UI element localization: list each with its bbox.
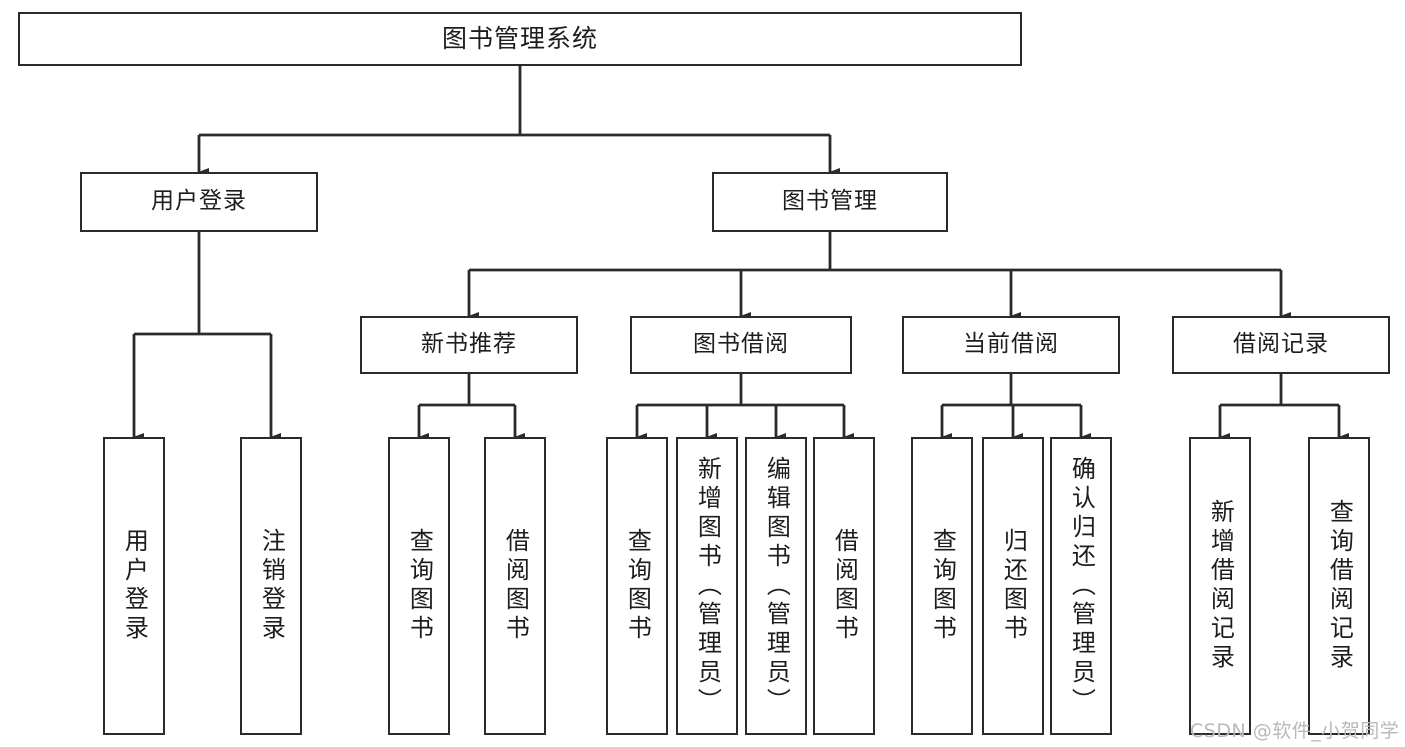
node-leaf-borrow-add-book-label: 新增图书（管理员） — [693, 455, 722, 717]
node-root-label: 图书管理系统 — [441, 24, 598, 53]
node-leaf-borrow-query-book-label: 查询图书 — [623, 528, 652, 644]
node-leaf-record-add[interactable]: 新增借阅记录 — [1189, 437, 1251, 735]
node-book-manage-label: 图书管理 — [782, 188, 878, 215]
node-leaf-borrow-edit-book[interactable]: 编辑图书（管理员） — [745, 437, 807, 735]
node-leaf-recommend-query-book-label: 查询图书 — [405, 528, 434, 644]
node-user-login-label: 用户登录 — [151, 188, 247, 215]
node-current-borrow-label: 当前借阅 — [963, 331, 1059, 358]
node-leaf-user-logout[interactable]: 注销登录 — [240, 437, 302, 735]
node-book-manage[interactable]: 图书管理 — [712, 172, 948, 232]
node-leaf-borrow-edit-book-label: 编辑图书（管理员） — [762, 455, 791, 717]
node-leaf-borrow-borrow-book-label: 借阅图书 — [830, 528, 859, 644]
node-leaf-record-query[interactable]: 查询借阅记录 — [1308, 437, 1370, 735]
node-leaf-record-query-label: 查询借阅记录 — [1325, 499, 1354, 673]
node-borrow-record-label: 借阅记录 — [1233, 331, 1329, 358]
node-leaf-recommend-borrow-book[interactable]: 借阅图书 — [484, 437, 546, 735]
node-leaf-current-return-book-label: 归还图书 — [999, 528, 1028, 644]
node-leaf-current-query-book[interactable]: 查询图书 — [911, 437, 973, 735]
node-user-login[interactable]: 用户登录 — [80, 172, 318, 232]
node-book-borrow[interactable]: 图书借阅 — [630, 316, 852, 374]
node-new-book-recommend-label: 新书推荐 — [421, 331, 517, 358]
node-book-borrow-label: 图书借阅 — [693, 331, 789, 358]
node-root[interactable]: 图书管理系统 — [18, 12, 1022, 66]
node-leaf-borrow-borrow-book[interactable]: 借阅图书 — [813, 437, 875, 735]
node-leaf-current-confirm-return[interactable]: 确认归还（管理员） — [1050, 437, 1112, 735]
node-leaf-current-query-book-label: 查询图书 — [928, 528, 957, 644]
node-leaf-user-login-label: 用户登录 — [120, 528, 149, 644]
node-new-book-recommend[interactable]: 新书推荐 — [360, 316, 578, 374]
node-leaf-borrow-add-book[interactable]: 新增图书（管理员） — [676, 437, 738, 735]
node-leaf-record-add-label: 新增借阅记录 — [1206, 499, 1235, 673]
node-leaf-user-login[interactable]: 用户登录 — [103, 437, 165, 735]
node-leaf-user-logout-label: 注销登录 — [257, 528, 286, 644]
csdn-watermark: CSDN @软件_小贺同学 — [1190, 720, 1400, 742]
node-leaf-recommend-query-book[interactable]: 查询图书 — [388, 437, 450, 735]
node-current-borrow[interactable]: 当前借阅 — [902, 316, 1120, 374]
node-leaf-borrow-query-book[interactable]: 查询图书 — [606, 437, 668, 735]
node-borrow-record[interactable]: 借阅记录 — [1172, 316, 1390, 374]
node-leaf-current-confirm-return-label: 确认归还（管理员） — [1067, 455, 1096, 717]
node-leaf-current-return-book[interactable]: 归还图书 — [982, 437, 1044, 735]
node-leaf-recommend-borrow-book-label: 借阅图书 — [501, 528, 530, 644]
